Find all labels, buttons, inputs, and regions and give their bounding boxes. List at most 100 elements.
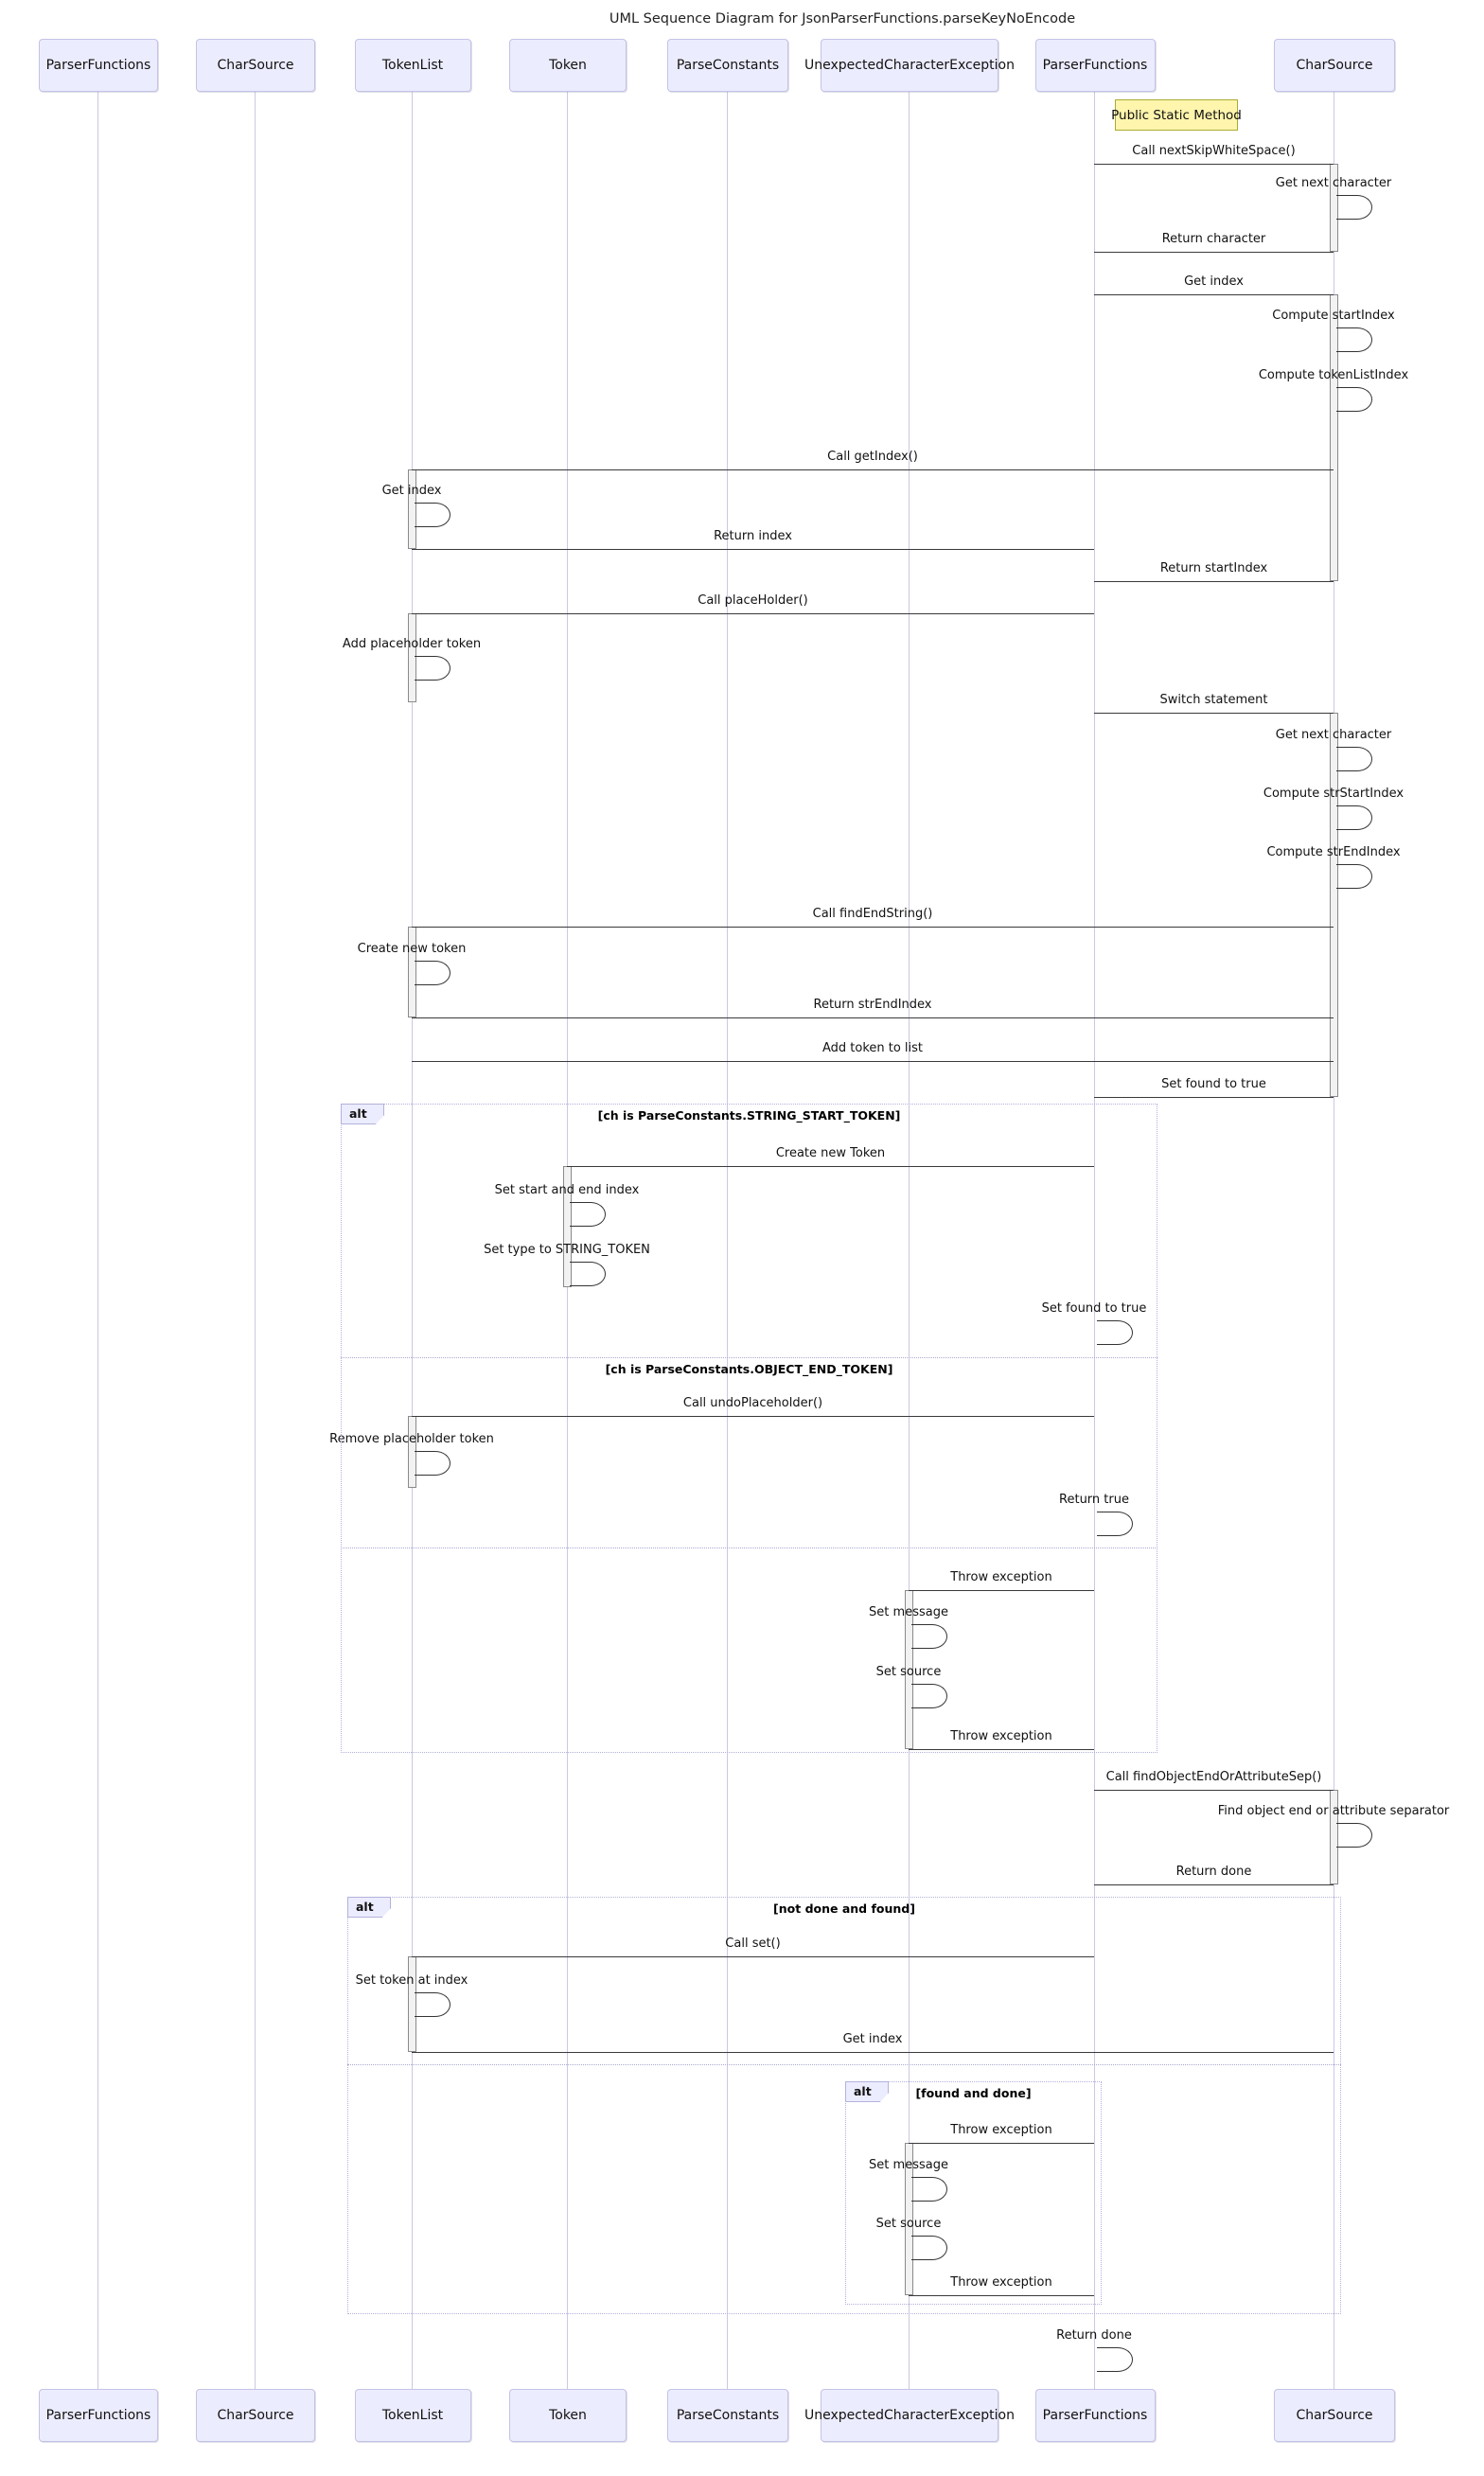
self-message-label-return-done: Return done [1056,2328,1132,2343]
self-message-loop-get-next-character [1336,747,1372,771]
message-label-return-character: Return character [1161,232,1266,246]
message-label-return-index: Return index [714,529,792,543]
self-message-loop-find-object-end-or-attribute-separator [1336,1823,1372,1848]
self-message-label-compute-strendindex: Compute strEndIndex [1266,845,1401,859]
lifeline-parseconstants [727,90,728,2389]
self-message-loop-compute-strendindex [1336,864,1372,889]
self-message-label-find-object-end-or-attribute-separator: Find object end or attribute separator [1217,1804,1450,1818]
participant-bottom-charsource: CharSource [1274,2389,1395,2442]
alt-section-divider [341,1357,1157,1358]
self-message-loop-create-new-token [415,961,450,985]
self-message-label-set-type-to-string-token: Set type to STRING_TOKEN [484,1243,650,1257]
self-message-label-set-found-to-true: Set found to true [1041,1301,1147,1316]
message-line-call-nextskipwhitespace [1094,164,1334,165]
lifeline-parserfunctions [97,90,98,2389]
note-public-static-method: Public Static Method [1111,99,1242,131]
message-line-throw-exception [909,1749,1094,1750]
self-message-label-set-token-at-index: Set token at index [355,1973,468,1988]
self-message-label-set-source: Set source [875,1665,942,1679]
self-message-label-set-message: Set message [869,2158,948,2172]
message-label-call-getindex: Call getIndex() [827,450,918,464]
participant-bottom-tokenlist: TokenList [354,2389,471,2442]
message-label-call-findobjectendorattributesep: Call findObjectEndOrAttributeSep() [1105,1770,1322,1784]
message-label-call-nextskipwhitespace: Call nextSkipWhiteSpace() [1132,144,1296,158]
message-line-call-findendstring [412,927,1334,928]
message-line-create-new-token [567,1166,1094,1167]
message-label-get-index: Get index [842,2032,903,2046]
message-label-throw-exception: Throw exception [950,1570,1052,1584]
self-message-loop-set-message [911,1624,947,1649]
self-message-label-add-placeholder-token: Add placeholder token [342,637,482,651]
participant-bottom-parseconstants: ParseConstants [667,2389,788,2442]
alt-fragment-3 [845,2081,1102,2305]
diagram-title: UML Sequence Diagram for JsonParserFunct… [609,11,1076,27]
lifeline-parserfunctions [1094,90,1095,2389]
alt-fragment-1 [341,1104,1157,1753]
message-line-return-character [1094,252,1334,253]
message-line-add-token-to-list [412,1061,1334,1062]
self-message-loop-add-placeholder-token [415,656,450,681]
message-line-set-found-to-true [1094,1097,1334,1098]
self-message-loop-remove-placeholder-token [415,1451,450,1476]
self-message-label-get-next-character: Get next character [1275,176,1392,190]
message-label-switch-statement: Switch statement [1159,693,1268,707]
self-message-label-set-start-and-end-index: Set start and end index [494,1183,640,1197]
message-line-return-done [1094,1884,1334,1885]
self-message-loop-set-source [911,2236,947,2260]
self-message-loop-set-type-to-string-token [570,1262,606,1286]
message-line-throw-exception [909,1590,1094,1591]
message-label-call-placeholder: Call placeHolder() [698,593,808,608]
message-line-return-strendindex [412,1017,1334,1018]
participant-top-tokenlist: TokenList [354,39,471,92]
self-message-label-compute-tokenlistindex: Compute tokenListIndex [1258,368,1409,382]
message-label-call-undoplaceholder: Call undoPlaceholder() [682,1396,823,1410]
message-label-set-found-to-true: Set found to true [1161,1077,1266,1091]
self-message-label-return-true: Return true [1059,1493,1129,1507]
self-message-label-get-next-character: Get next character [1275,728,1392,742]
participant-top-parserfunctions: ParserFunctions [39,39,158,92]
self-message-loop-set-found-to-true [1097,1320,1133,1345]
message-line-throw-exception [909,2143,1094,2144]
message-label-return-strendindex: Return strEndIndex [813,998,932,1012]
activation-bar-cs2 [1329,294,1338,581]
message-label-get-index: Get index [1184,274,1244,289]
message-line-return-index [412,549,1094,550]
participant-bottom-charsource: CharSource [196,2389,315,2442]
activation-bar-cs2 [1329,1790,1338,1884]
message-label-throw-exception: Throw exception [950,1729,1052,1743]
message-line-call-findobjectendorattributesep [1094,1790,1334,1791]
self-message-loop-compute-startindex [1336,327,1372,352]
self-message-loop-return-done [1097,2347,1133,2372]
message-label-throw-exception: Throw exception [950,2275,1052,2290]
self-message-loop-return-true [1097,1512,1133,1536]
lifeline-tokenlist [412,90,413,2389]
self-message-loop-get-index [415,503,450,527]
message-line-get-index [412,2052,1334,2053]
participant-bottom-parserfunctions: ParserFunctions [1034,2389,1156,2442]
alt-fragment-2 [347,1897,1341,2314]
participant-bottom-unexpectedcharacterexception: UnexpectedCharacterException [804,2389,1015,2442]
participant-top-unexpectedcharacterexception: UnexpectedCharacterException [804,39,1015,92]
message-label-add-token-to-list: Add token to list [822,1041,924,1055]
participant-top-parserfunctions: ParserFunctions [1034,39,1156,92]
message-line-get-index [1094,294,1334,295]
message-line-call-placeholder [412,613,1094,614]
alt-condition: [not done and found] [773,1901,915,1916]
participant-bottom-token: Token [509,2389,627,2442]
message-line-return-startindex [1094,581,1334,582]
alt-condition: [found and done] [915,2086,1032,2100]
alt-section-divider [347,2064,1341,2065]
participant-top-charsource: CharSource [1274,39,1395,92]
participant-top-charsource: CharSource [196,39,315,92]
self-message-loop-get-next-character [1336,195,1372,220]
self-message-label-get-index: Get index [381,484,442,498]
lifeline-unexpectedcharacterexception [909,90,910,2389]
participant-top-token: Token [509,39,627,92]
message-label-return-startindex: Return startIndex [1159,561,1268,575]
message-line-throw-exception [909,2295,1094,2296]
self-message-loop-set-message [911,2177,947,2202]
alt-fragment-label: alt [347,1897,391,1918]
self-message-label-set-source: Set source [875,2217,942,2231]
alt-condition: [ch is ParseConstants.OBJECT_END_TOKEN] [605,1362,893,1376]
